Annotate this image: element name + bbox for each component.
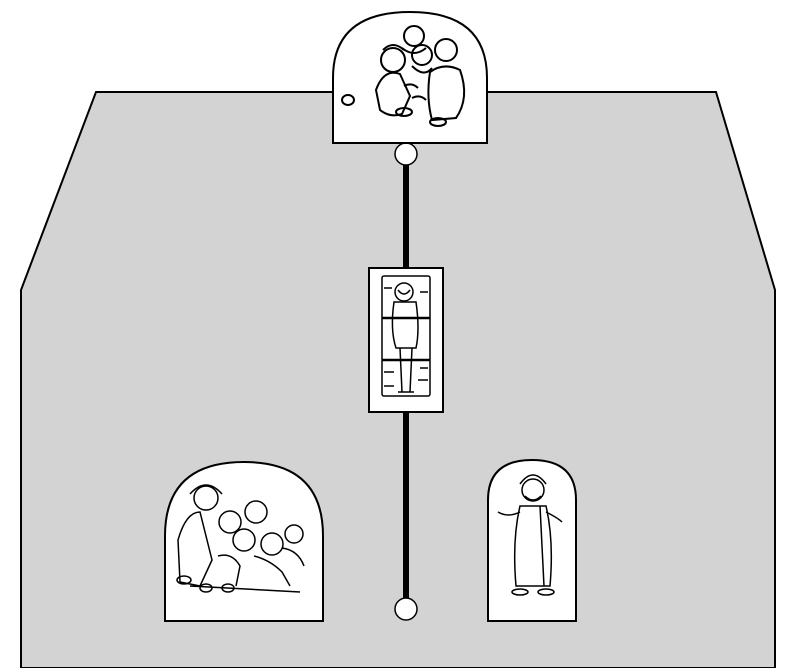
top-pulley[interactable] — [394, 142, 418, 166]
bottom-pulley[interactable] — [394, 597, 418, 621]
center-card-man-on-mat[interactable] — [368, 267, 444, 413]
bottom-left-card-crowd[interactable] — [164, 460, 324, 622]
bottom-right-card-jesus[interactable] — [487, 458, 577, 622]
jesus-figure-icon — [497, 474, 563, 596]
top-card-friends-on-roof[interactable] — [332, 10, 488, 144]
mat-man-icon — [381, 275, 431, 397]
crowd-figures-icon — [176, 484, 305, 593]
friends-figures-icon — [341, 25, 466, 127]
